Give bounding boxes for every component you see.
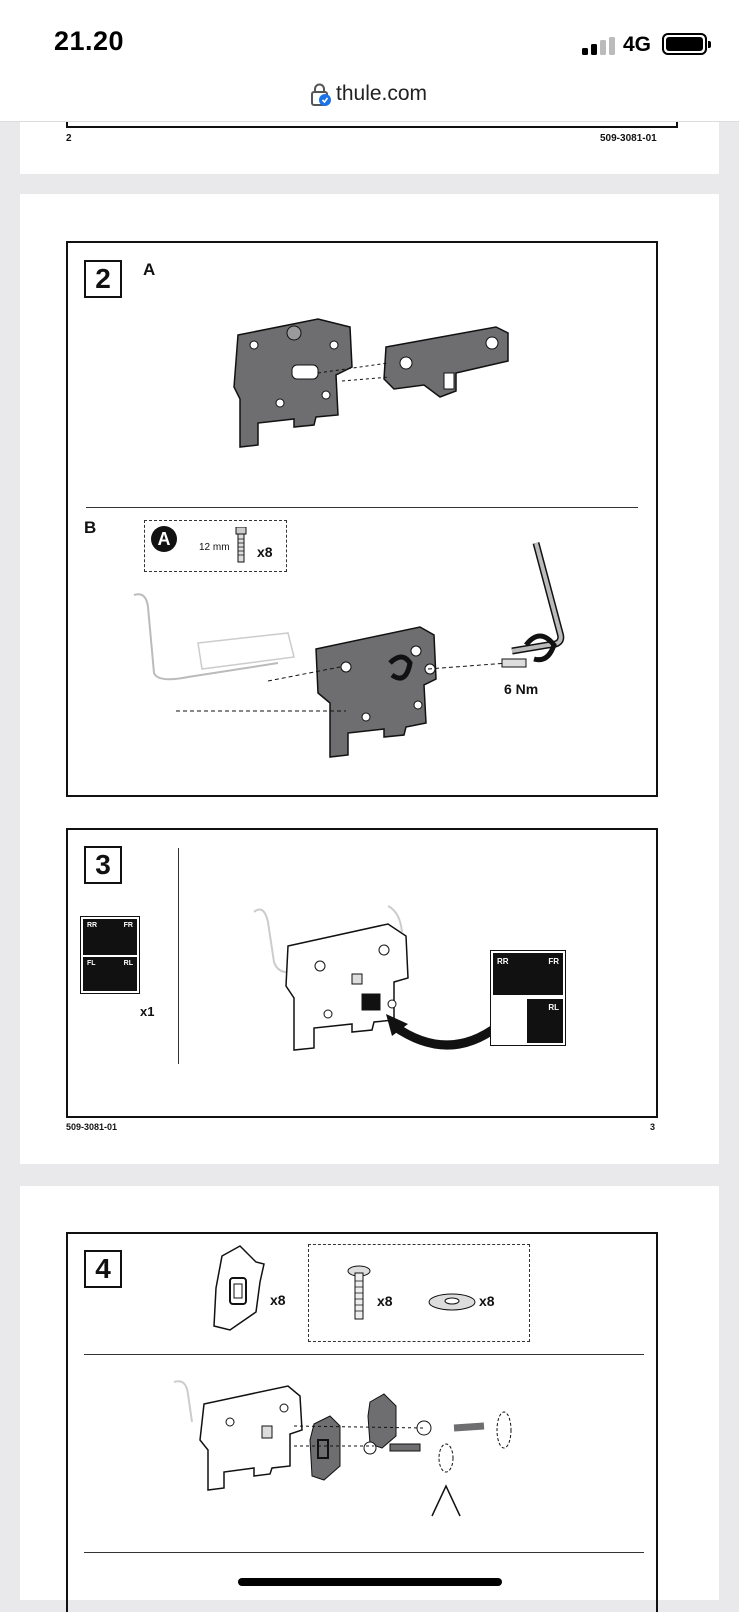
home-indicator[interactable] — [238, 1578, 502, 1586]
page-number: 2 — [66, 133, 72, 144]
bolt-quantity: x8 — [377, 1293, 393, 1309]
bolt-icon — [347, 1265, 371, 1320]
page-4: 4 x8 x8 x8 — [20, 1186, 719, 1612]
step-number: 2 — [84, 260, 122, 298]
rubber-pad-icon — [213, 1245, 265, 1331]
divider — [84, 1552, 644, 1553]
step-2-panel: 2 A B A 12 mm x8 — [66, 241, 658, 797]
network-type: 4G — [623, 33, 652, 56]
washer-icon — [428, 1293, 476, 1311]
document-code: 509-3081-01 — [600, 133, 657, 144]
parts-inset: A 12 mm x8 — [144, 520, 287, 572]
pad-quantity: x8 — [270, 1292, 286, 1308]
sticker-detail-rear: RL — [527, 999, 563, 1043]
substep-label-a: A — [143, 260, 156, 279]
sticker-rr-label: RR — [87, 922, 98, 929]
bolt-icon — [235, 527, 247, 563]
frame-bottom — [66, 122, 678, 128]
bolt-size: 12 mm — [199, 542, 230, 553]
document-code: 509-3081-01 — [66, 1122, 118, 1132]
lock-icon — [311, 83, 331, 106]
sticker-sheet: RR FR FL RL — [80, 916, 140, 994]
sticker-rear: FL RL — [83, 957, 137, 991]
sticker-fr-label: FR — [548, 957, 559, 966]
torque-value: 6 Nm — [504, 681, 539, 697]
address-bar[interactable]: thule.com — [0, 78, 739, 122]
bracket-assembly-illustration — [233, 318, 509, 448]
divider — [86, 507, 638, 508]
divider — [84, 1354, 644, 1355]
url-text[interactable]: thule.com — [336, 82, 428, 105]
bolt-quantity: x8 — [257, 544, 273, 560]
sticker-rl-label: RL — [548, 1003, 559, 1012]
divider — [178, 848, 179, 1064]
step-number: 3 — [84, 846, 122, 884]
step-4-panel: 4 x8 x8 x8 — [66, 1232, 658, 1612]
part-marker: A — [151, 526, 177, 552]
hardware-inset: x8 x8 — [308, 1244, 530, 1342]
washer-quantity: x8 — [479, 1293, 495, 1309]
sticker-detail: RR FR RL — [490, 950, 566, 1046]
sticker-placement-illustration — [253, 905, 501, 1051]
sticker-fr-label: FR — [123, 922, 133, 929]
page-2: 2 509-3081-01 — [20, 122, 719, 174]
battery-icon — [662, 33, 711, 55]
sticker-front: RR FR — [83, 919, 137, 955]
sticker-rl-label: RL — [123, 960, 133, 967]
step-number: 4 — [84, 1250, 122, 1288]
sticker-fl-label: FL — [87, 960, 96, 967]
sticker-rr-label: RR — [497, 957, 509, 966]
bracket-mounting-illustration — [133, 542, 565, 758]
page-3: 2 A B A 12 mm x8 — [20, 194, 719, 1164]
substep-label-b: B — [84, 518, 97, 537]
signal-icon — [582, 37, 616, 55]
pad-installation-illustration — [173, 1380, 512, 1517]
sticker-detail-front: RR FR — [493, 953, 563, 995]
clock: 21.20 — [54, 26, 125, 56]
sticker-quantity: x1 — [140, 1004, 155, 1019]
page-number: 3 — [650, 1122, 656, 1132]
step-3-panel: 3 RR FR FL RL x1 — [66, 828, 658, 1118]
status-bar: 21.20 4G — [0, 0, 739, 78]
